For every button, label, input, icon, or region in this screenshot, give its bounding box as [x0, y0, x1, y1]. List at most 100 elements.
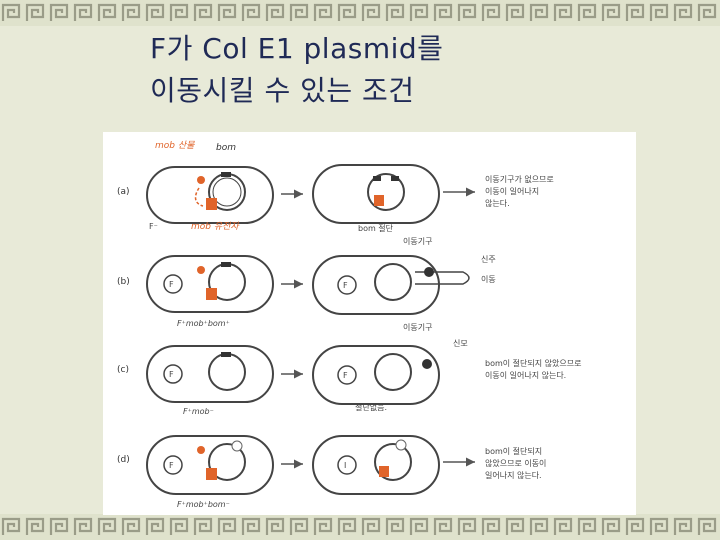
greek-key-motif [555, 519, 571, 535]
right-plasmid-label: F [343, 371, 348, 380]
genotype-label: F⁺mob⁺bom⁺ [177, 319, 230, 328]
greek-key-motif [219, 519, 235, 535]
greek-key-motif [147, 519, 163, 535]
f-plasmid-label: F [169, 280, 174, 289]
greek-key-motif [459, 5, 475, 21]
note-line-1: 이동기구가 없으므로 [485, 174, 554, 184]
greek-key-motif [675, 519, 691, 535]
callout-transfer: 이동 [481, 274, 496, 284]
greek-key-motif [675, 5, 691, 21]
greek-key-motif [507, 519, 523, 535]
greek-key-motif [3, 5, 19, 21]
title-line-2: 이동시킬 수 있는 조건 [150, 70, 670, 112]
greek-key-motif [123, 5, 139, 21]
top-border-pattern [0, 0, 720, 26]
slide-title: F가 Col E1 plasmid를 이동시킬 수 있는 조건 [150, 28, 670, 112]
result-cell [313, 165, 439, 223]
transfer-apparatus [422, 359, 432, 369]
greek-key-motif [603, 519, 619, 535]
greek-key-motif [195, 5, 211, 21]
greek-key-motif [387, 519, 403, 535]
greek-key-motif [435, 519, 451, 535]
result-plasmid [375, 354, 411, 390]
greek-key-motif [699, 519, 715, 535]
result-mob-block [374, 195, 384, 206]
note-line-2: 이동이 일어나지 [485, 186, 539, 196]
title-line-1: F가 Col E1 plasmid를 [150, 28, 670, 70]
mob-gene-block [206, 198, 217, 210]
greek-key-motif [435, 5, 451, 21]
greek-key-motif [531, 5, 547, 21]
bom-mutant-site [232, 441, 242, 451]
greek-key-motif [219, 5, 235, 21]
row-c: (c) F F⁺mob⁻ F 이동기구 신모 절단없음. bom이 절단되지 않… [117, 322, 581, 416]
bom-site [221, 262, 231, 267]
cell-f-label: F⁻ [149, 222, 158, 231]
note-line-2: 이동이 일어나지 않는다. [485, 370, 566, 380]
nicked-bom-right [391, 176, 399, 181]
greek-key-motif [411, 5, 427, 21]
f-plasmid [338, 456, 356, 474]
bom-site [221, 352, 231, 357]
colE1-plasmid-inner [213, 178, 241, 206]
row-label: (c) [117, 365, 129, 375]
result-mob-block [379, 466, 389, 477]
row-label: (d) [117, 455, 130, 465]
greek-key-motif [315, 5, 331, 21]
greek-key-motif [291, 5, 307, 21]
callout-pilus: 신주 [481, 255, 496, 264]
greek-key-motif [27, 5, 43, 21]
greek-key-motif [99, 5, 115, 21]
nicked-bom-left [373, 176, 381, 181]
greek-key-motif [339, 519, 355, 535]
greek-key-motif [363, 519, 379, 535]
greek-key-motif [243, 5, 259, 21]
genotype-label: F⁺mob⁻ [183, 407, 214, 416]
transfer-apparatus [424, 267, 434, 277]
greek-key-motif [171, 5, 187, 21]
greek-key-motif [627, 5, 643, 21]
greek-key-motif [147, 5, 163, 21]
mob-product-dot [197, 176, 205, 184]
greek-key-motif [123, 519, 139, 535]
row-d: (d) F F⁺mob⁺bom⁻ I bom이 절단되지 않았으므로 이동이 일… [117, 436, 546, 509]
row-b: (b) F F⁺mob⁺bom⁺ F 이동기구 신주 이동 [117, 236, 496, 328]
row-label: (a) [117, 187, 130, 197]
greek-key-motif [603, 5, 619, 21]
greek-key-motif [651, 519, 667, 535]
row-a: (a) mob 산물 bom F⁻ mob 유전자 bom 절단 이동기구가 없… [117, 140, 554, 233]
greek-key-motif [579, 5, 595, 21]
greek-key-motif [243, 519, 259, 535]
no-cut-caption: 절단없음. [355, 402, 387, 412]
bom-site [221, 172, 231, 177]
greek-key-motif [411, 519, 427, 535]
greek-key-motif [3, 519, 19, 535]
mob-product-label: mob 산물 [155, 140, 195, 151]
greek-key-motif [315, 519, 331, 535]
greek-key-motif [363, 5, 379, 21]
greek-key-motif [459, 519, 475, 535]
greek-key-motif [507, 5, 523, 21]
bom-cut-caption: bom 절단 [358, 223, 394, 233]
mob-product-dot [197, 266, 205, 274]
greek-key-motif [483, 519, 499, 535]
mob-product-dot [197, 446, 205, 454]
greek-key-motif [195, 519, 211, 535]
mob-gene-label: mob 유전자 [191, 221, 240, 232]
note-line-1: bom이 절단되지 않았으므로 [485, 358, 581, 368]
greek-key-motif [339, 5, 355, 21]
greek-key-motif [99, 519, 115, 535]
greek-key-motif [75, 5, 91, 21]
greek-key-motif [699, 5, 715, 21]
conjugation-diagram: (a) mob 산물 bom F⁻ mob 유전자 bom 절단 이동기구가 없… [103, 132, 636, 515]
greek-key-motif [579, 519, 595, 535]
greek-key-motif [267, 519, 283, 535]
greek-key-motif [651, 5, 667, 21]
right-plasmid-label: I [344, 461, 346, 470]
greek-key-motif [291, 519, 307, 535]
f-plasmid-label: F [169, 370, 174, 379]
greek-key-motif [27, 519, 43, 535]
greek-key-motif [51, 519, 67, 535]
note-line-3: 일어나지 않는다. [485, 470, 542, 480]
note-line-3: 않는다. [485, 199, 510, 208]
